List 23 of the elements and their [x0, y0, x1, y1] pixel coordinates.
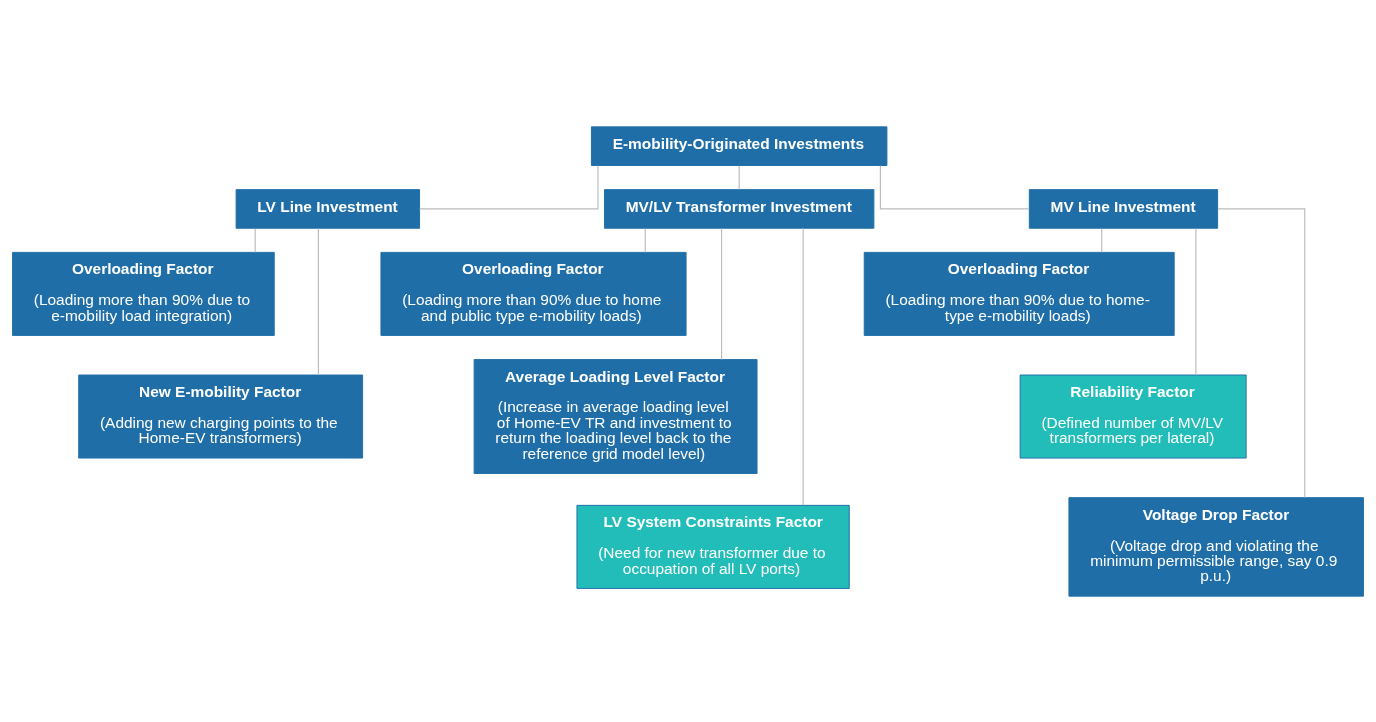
- node-box: Voltage Drop Factor (Voltage drop and violating the minimum permissible range, say 0.9 p.u.): [1068, 496, 1364, 597]
- node-box: LV Line Investment: [235, 188, 421, 229]
- node-box: Overloading Factor (Loading more than 90% due to e-mobility load integration): [12, 251, 275, 336]
- node-box: MV Line Investment: [1028, 188, 1219, 229]
- connector: [644, 227, 646, 253]
- connector: [419, 164, 599, 209]
- connector: [254, 227, 256, 253]
- node-box: Overloading Factor (Loading more than 90% due to home and public type e-mobility loads): [380, 251, 687, 336]
- connector: [1217, 207, 1306, 498]
- node-box: Average Loading Level Factor (Increase in average loading level of Home-EV TR and investment to return the loading level back to the reference grid model level): [473, 358, 758, 474]
- node-box: New E-mobility Factor (Adding new charging points to the Home-EV transformers): [78, 374, 364, 459]
- node-box: Overloading Factor (Loading more than 90% due to home-type e-mobility loads): [863, 251, 1175, 336]
- connector: [720, 227, 723, 360]
- node-box: E-mobility-Originated Investments: [590, 125, 888, 166]
- node-box: LV System Constraints Factor (Need for new transformer due to occupation of all LV ports): [576, 504, 850, 589]
- connector: [802, 227, 804, 506]
- node-box: MV/LV Transformer Investment: [604, 188, 875, 229]
- connector: [879, 164, 1030, 209]
- connector: [1195, 227, 1197, 375]
- connector: [317, 227, 319, 375]
- connector: [738, 164, 740, 190]
- connector: [1101, 227, 1103, 253]
- node-box: Reliability Factor (Defined number of MV/LV transformers per lateral): [1019, 374, 1247, 459]
